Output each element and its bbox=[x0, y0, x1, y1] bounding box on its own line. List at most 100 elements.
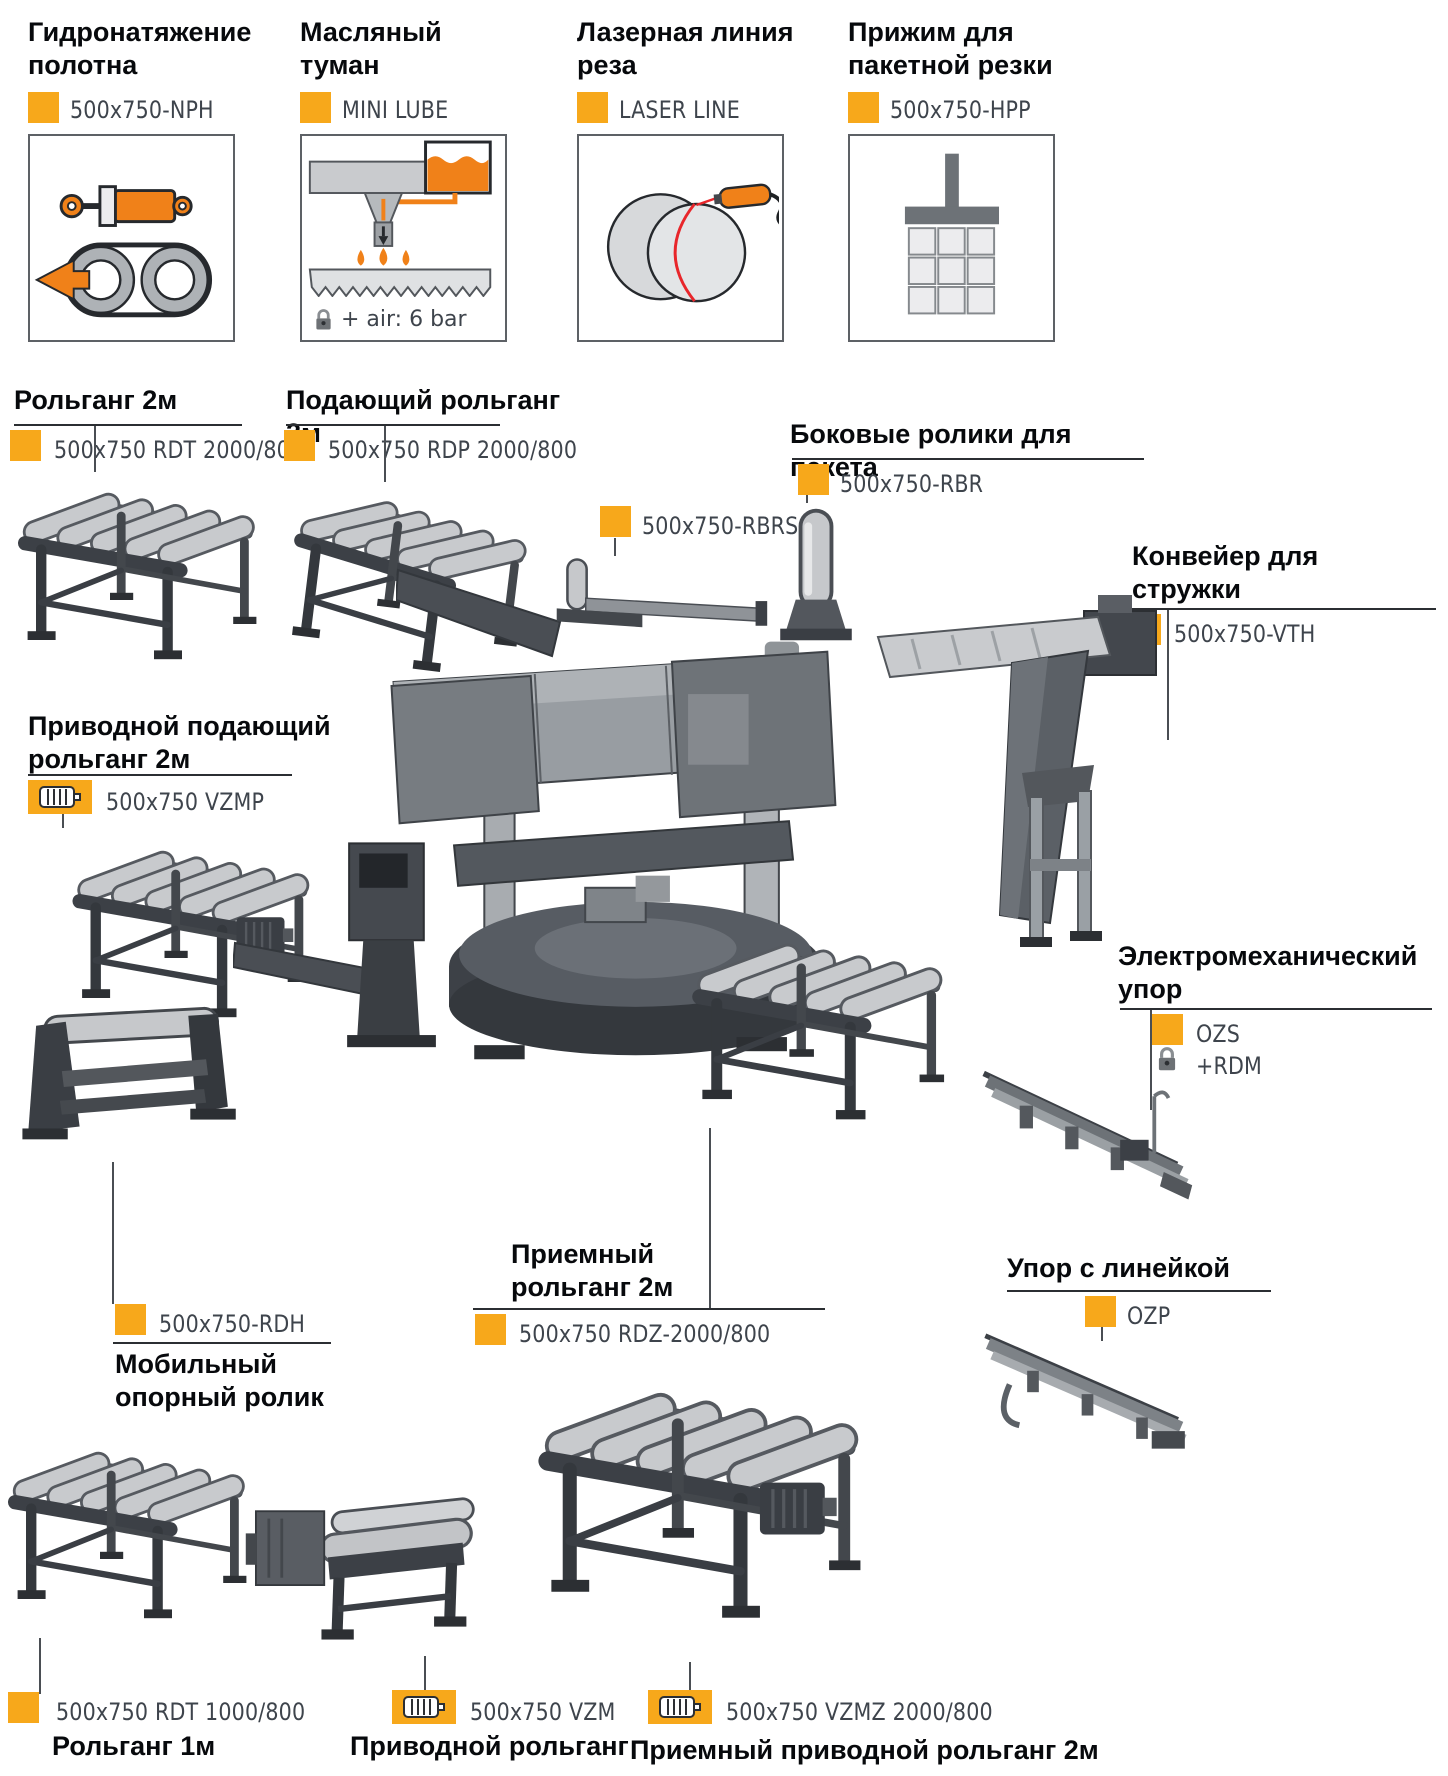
connector-line bbox=[384, 426, 386, 482]
accent-swatch bbox=[577, 92, 608, 123]
card-box bbox=[848, 134, 1055, 342]
item-code: 500x750 VZMP bbox=[106, 788, 265, 816]
feed-chute-illustration bbox=[396, 568, 562, 658]
connector-line bbox=[689, 1662, 691, 1690]
accent-swatch bbox=[8, 1692, 39, 1723]
accent-swatch bbox=[28, 92, 59, 123]
leader-line bbox=[473, 1308, 825, 1310]
connector-line bbox=[39, 1638, 41, 1694]
motor-badge bbox=[392, 1690, 456, 1724]
side-roller-illustration bbox=[772, 503, 860, 648]
accent-swatch bbox=[848, 92, 879, 123]
chip-conveyor-illustration bbox=[872, 592, 1172, 954]
lock-icon bbox=[314, 308, 333, 332]
leader-line bbox=[28, 774, 292, 776]
motor-icon bbox=[38, 784, 82, 810]
accent-swatch bbox=[600, 506, 631, 537]
laser-line-icon bbox=[579, 138, 780, 338]
card-title: Масляный туман bbox=[300, 17, 442, 80]
card-bundle-clamp: Прижим для пакетной резки 500x750-HPP bbox=[848, 16, 1100, 342]
card-oil-mist: Масляный туман MINI LUBE + air: 6 bar bbox=[300, 16, 552, 342]
item-rbr: Боковые ролики для пакета 500x750-RBR bbox=[790, 418, 1150, 484]
card-box bbox=[577, 134, 784, 342]
item-rdp2000: Подающий рольганг 2м 500x750 RDP 2000/80… bbox=[284, 384, 584, 450]
air-note-text: + air: 6 bar bbox=[341, 307, 467, 332]
item-title: Электромеханический упор bbox=[1118, 941, 1418, 1004]
mobile-roller-illustration bbox=[22, 1000, 240, 1168]
item-title: Упор с линейкой bbox=[1007, 1253, 1231, 1283]
item-code: 500x750 VZMZ 2000/800 bbox=[726, 1698, 993, 1726]
item-title: Рольганг 1м bbox=[52, 1731, 216, 1761]
connector-line bbox=[614, 538, 616, 556]
accent-swatch bbox=[115, 1304, 146, 1335]
item-code: 500x750 RDP 2000/800 bbox=[328, 436, 578, 464]
roller-table-1m-illustration bbox=[4, 1418, 252, 1636]
card-code: LASER LINE bbox=[619, 96, 740, 124]
roller-table-illustration bbox=[12, 468, 264, 668]
connector-line bbox=[806, 495, 808, 503]
motor-icon bbox=[658, 1694, 702, 1720]
motor-badge bbox=[28, 780, 92, 814]
item-code: 500x750-VTH bbox=[1174, 620, 1316, 648]
connector-line bbox=[709, 1128, 711, 1308]
bundle-clamp-icon bbox=[850, 138, 1051, 334]
accent-swatch bbox=[300, 92, 331, 123]
card-box bbox=[28, 134, 235, 342]
card-code: 500x750-HPP bbox=[890, 96, 1031, 124]
accent-swatch bbox=[1152, 1014, 1183, 1045]
card-blade-tension: Гидронатяжение полотна 500x750-NPH bbox=[28, 16, 280, 342]
driven-roller-illustration bbox=[243, 1462, 483, 1662]
driven-outfeed-table-illustration bbox=[533, 1322, 868, 1667]
air-note: + air: 6 bar bbox=[314, 307, 467, 332]
card-code: 500x750-NPH bbox=[70, 96, 214, 124]
leader-line bbox=[286, 424, 500, 426]
card-title: Гидронатяжение полотна bbox=[28, 17, 252, 80]
motor-badge bbox=[648, 1690, 712, 1724]
item-vth: Конвейер для стружки 500x750-VTH bbox=[1128, 540, 1446, 740]
accent-swatch bbox=[284, 430, 315, 461]
connector-line bbox=[94, 426, 96, 472]
leader-line bbox=[792, 458, 1144, 460]
leader-line bbox=[14, 424, 242, 426]
card-title: Лазерная линия реза bbox=[577, 17, 794, 80]
accent-swatch bbox=[798, 464, 829, 495]
item-code: 500x750-RBR bbox=[840, 470, 984, 498]
item-addon-code: +RDM bbox=[1196, 1052, 1263, 1080]
item-title: Конвейер для стружки bbox=[1132, 541, 1319, 604]
item-title: Подающий рольганг 2м bbox=[286, 385, 561, 448]
item-code: OZP bbox=[1127, 1302, 1171, 1330]
blade-tension-icon bbox=[30, 142, 231, 342]
leader-line bbox=[113, 1342, 331, 1344]
card-box: + air: 6 bar bbox=[300, 134, 507, 342]
connector-line bbox=[1101, 1327, 1103, 1341]
accent-swatch bbox=[1085, 1296, 1116, 1327]
item-title: Приводной подающий рольганг 2м bbox=[28, 711, 331, 774]
item-title: Рольганг 2м bbox=[14, 385, 178, 415]
accent-swatch bbox=[475, 1314, 506, 1345]
motor-icon bbox=[402, 1694, 446, 1720]
connector-line bbox=[1150, 1010, 1152, 1110]
item-vzmp: Приводной подающий рольганг 2м 500x750 V… bbox=[28, 710, 403, 776]
connector-line bbox=[1167, 610, 1169, 740]
item-title: Приемный приводной рольганг 2м bbox=[630, 1735, 1099, 1765]
side-roller-rail-illustration bbox=[548, 556, 773, 636]
connector-line bbox=[62, 814, 64, 828]
item-title: Приводной рольганг bbox=[350, 1731, 629, 1761]
item-rdt2000: Рольганг 2м 500x750 RDT 2000/800 bbox=[10, 384, 303, 417]
outfeed-roller-table-illustration bbox=[688, 912, 950, 1134]
item-ozs: Электромеханический упор OZS +RDM bbox=[1118, 940, 1448, 1110]
item-code: 500x750 VZM bbox=[470, 1698, 616, 1726]
connector-line bbox=[424, 1656, 426, 1692]
item-code: 500x750 RDT 2000/800 bbox=[54, 436, 304, 464]
leader-line bbox=[1120, 1008, 1432, 1010]
item-code: 500x750 RDZ-2000/800 bbox=[519, 1320, 771, 1348]
item-title: Мобильный опорный ролик bbox=[115, 1349, 324, 1412]
item-ozp: Упор с линейкой OZP bbox=[1005, 1252, 1285, 1341]
leader-line bbox=[1128, 608, 1436, 610]
card-title: Прижим для пакетной резки bbox=[848, 17, 1053, 80]
item-title: Боковые ролики для пакета bbox=[790, 419, 1072, 482]
item-code: 500x750-RDH bbox=[159, 1310, 306, 1338]
ruler-stop-rail-illustration bbox=[980, 1326, 1195, 1472]
item-title: Приемный рольганг 2м bbox=[511, 1239, 674, 1302]
